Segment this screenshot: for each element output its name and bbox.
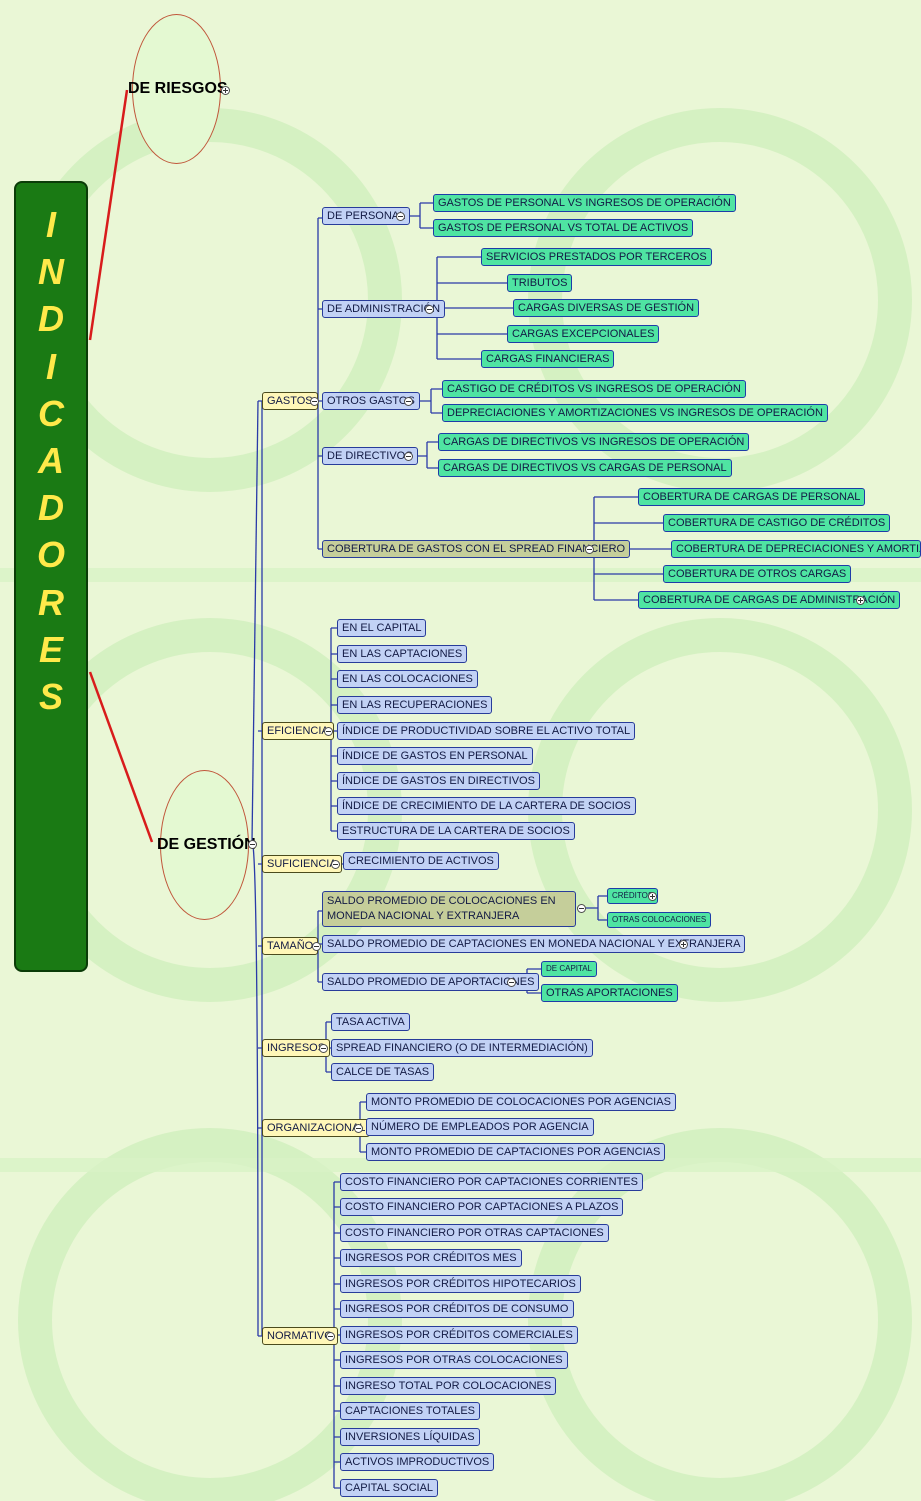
leaf-node[interactable]: CRECIMIENTO DE ACTIVOS: [343, 852, 499, 870]
subcategory-saldo-aportaciones[interactable]: SALDO PROMEDIO DE APORTACIONES: [322, 973, 540, 991]
leaf-node[interactable]: SERVICIOS PRESTADOS POR TERCEROS: [481, 248, 712, 266]
root-label: I N D I C A D O R E S: [36, 204, 65, 718]
expand-icon[interactable]: [856, 596, 865, 605]
subcategory-saldo-captaciones[interactable]: SALDO PROMEDIO DE CAPTACIONES EN MONEDA …: [322, 935, 746, 953]
category-ingresos[interactable]: INGRESOS: [262, 1039, 331, 1057]
collapse-icon[interactable]: [319, 1044, 328, 1053]
leaf-node[interactable]: TRIBUTOS: [507, 274, 573, 292]
leaf-node[interactable]: ÍNDICE DE CRECIMIENTO DE LA CARTERA DE S…: [337, 797, 636, 815]
leaf-node[interactable]: OTRAS APORTACIONES: [541, 984, 678, 1002]
leaf-node[interactable]: CARGAS DIVERSAS DE GESTIÓN: [513, 299, 700, 317]
leaf-node[interactable]: COBERTURA DE CARGAS DE ADMINISTRACIÓN: [638, 591, 901, 609]
leaf-node[interactable]: EN LAS COLOCACIONES: [337, 670, 478, 688]
collapse-icon[interactable]: [331, 860, 340, 869]
leaf-node[interactable]: CARGAS DE DIRECTIVOS VS INGRESOS DE OPER…: [438, 433, 750, 451]
gestion-label: DE GESTIÓN: [157, 836, 256, 853]
leaf-node[interactable]: DE CAPITAL: [541, 961, 598, 977]
leaf-node[interactable]: EN LAS CAPTACIONES: [337, 645, 468, 663]
expand-icon[interactable]: [648, 892, 657, 901]
leaf-node[interactable]: INGRESOS POR CRÉDITOS DE CONSUMO: [340, 1300, 574, 1318]
leaf-node[interactable]: CAPITAL SOCIAL: [340, 1479, 439, 1497]
leaf-node[interactable]: CRÉDITOS: [607, 888, 659, 904]
leaf-node[interactable]: COBERTURA DE CARGAS DE PERSONAL: [638, 488, 866, 506]
collapse-icon[interactable]: [354, 1124, 363, 1133]
leaf-node[interactable]: INGRESOS POR CRÉDITOS MES: [340, 1249, 522, 1267]
category-normativo[interactable]: NORMATIVO: [262, 1327, 338, 1345]
expand-icon[interactable]: [221, 86, 230, 95]
collapse-icon[interactable]: [310, 397, 319, 406]
collapse-icon[interactable]: [577, 904, 586, 913]
category-tamano[interactable]: TAMAÑO: [262, 937, 319, 955]
leaf-node[interactable]: INVERSIONES LÍQUIDAS: [340, 1428, 480, 1446]
collapse-icon[interactable]: [404, 452, 413, 461]
leaf-node[interactable]: COSTO FINANCIERO POR OTRAS CAPTACIONES: [340, 1224, 609, 1242]
leaf-node[interactable]: GASTOS DE PERSONAL VS INGRESOS DE OPERAC…: [433, 194, 736, 212]
leaf-node[interactable]: EN LAS RECUPERACIONES: [337, 696, 493, 714]
leaf-node[interactable]: GASTOS DE PERSONAL VS TOTAL DE ACTIVOS: [433, 219, 694, 237]
subcategory-saldo-colocaciones[interactable]: SALDO PROMEDIO DE COLOCACIONES EN MONEDA…: [322, 891, 576, 927]
subcategory-otros-gastos[interactable]: OTROS GASTOS: [322, 392, 420, 410]
collapse-icon[interactable]: [585, 545, 594, 554]
leaf-node[interactable]: CAPTACIONES TOTALES: [340, 1402, 480, 1420]
collapse-icon[interactable]: [507, 978, 516, 987]
leaf-node[interactable]: ÍNDICE DE PRODUCTIVIDAD SOBRE EL ACTIVO …: [337, 722, 636, 740]
leaf-node[interactable]: MONTO PROMEDIO DE CAPTACIONES POR AGENCI…: [366, 1143, 666, 1161]
leaf-node[interactable]: SPREAD FINANCIERO (O DE INTERMEDIACIÓN): [331, 1039, 593, 1057]
leaf-node[interactable]: CARGAS FINANCIERAS: [481, 350, 615, 368]
leaf-node[interactable]: CARGAS DE DIRECTIVOS VS CARGAS DE PERSON…: [438, 459, 732, 477]
subcategory-de-personal[interactable]: DE PERSONAL: [322, 207, 411, 225]
leaf-node[interactable]: NÚMERO DE EMPLEADOS POR AGENCIA: [366, 1118, 594, 1136]
expand-icon[interactable]: [679, 940, 688, 949]
leaf-node[interactable]: COSTO FINANCIERO POR CAPTACIONES A PLAZO…: [340, 1198, 624, 1216]
collapse-icon[interactable]: [326, 1332, 335, 1341]
leaf-node[interactable]: CASTIGO DE CRÉDITOS VS INGRESOS DE OPERA…: [442, 380, 746, 398]
leaf-node[interactable]: COBERTURA DE DEPRECIACIONES Y AMORTIZACI…: [671, 540, 921, 558]
leaf-node[interactable]: INGRESOS POR OTRAS COLOCACIONES: [340, 1351, 568, 1369]
leaf-node[interactable]: ACTIVOS IMPRODUCTIVOS: [340, 1453, 495, 1471]
category-eficiencia[interactable]: EFICIENCIA: [262, 722, 334, 740]
leaf-node[interactable]: CALCE DE TASAS: [331, 1063, 435, 1081]
leaf-node[interactable]: ÍNDICE DE GASTOS EN PERSONAL: [337, 747, 533, 765]
subcategory-de-directivos[interactable]: DE DIRECTIVOS: [322, 447, 418, 465]
category-suficiencia[interactable]: SUFICIENCIA: [262, 855, 342, 873]
category-gastos[interactable]: GASTOS: [262, 392, 318, 410]
collapse-icon[interactable]: [324, 727, 333, 736]
collapse-icon[interactable]: [248, 840, 257, 849]
leaf-node[interactable]: TASA ACTIVA: [331, 1013, 410, 1031]
leaf-node[interactable]: EN EL CAPITAL: [337, 619, 427, 637]
riesgos-label: DE RIESGOS: [128, 80, 228, 97]
root-node-indicadores[interactable]: I N D I C A D O R E S: [14, 181, 88, 972]
collapse-icon[interactable]: [396, 212, 405, 221]
gestion-bubble[interactable]: [160, 770, 249, 920]
leaf-node[interactable]: OTRAS COLOCACIONES: [607, 912, 712, 928]
leaf-node[interactable]: INGRESOS POR CRÉDITOS HIPOTECARIOS: [340, 1275, 581, 1293]
leaf-node[interactable]: INGRESO TOTAL POR COLOCACIONES: [340, 1377, 557, 1395]
leaf-node[interactable]: ESTRUCTURA DE LA CARTERA DE SOCIOS: [337, 822, 575, 840]
collapse-icon[interactable]: [404, 397, 413, 406]
subcategory-cobertura[interactable]: COBERTURA DE GASTOS CON EL SPREAD FINANC…: [322, 540, 631, 558]
collapse-icon[interactable]: [312, 942, 321, 951]
leaf-node[interactable]: COBERTURA DE CASTIGO DE CRÉDITOS: [663, 514, 891, 532]
category-organizacional[interactable]: ORGANIZACIONAL: [262, 1119, 371, 1137]
leaf-node[interactable]: INGRESOS POR CRÉDITOS COMERCIALES: [340, 1326, 578, 1344]
leaf-node[interactable]: ÍNDICE DE GASTOS EN DIRECTIVOS: [337, 772, 540, 790]
leaf-node[interactable]: DEPRECIACIONES Y AMORTIZACIONES VS INGRE…: [442, 404, 828, 422]
collapse-icon[interactable]: [425, 305, 434, 314]
riesgos-bubble[interactable]: [132, 14, 221, 164]
leaf-node[interactable]: COSTO FINANCIERO POR CAPTACIONES CORRIEN…: [340, 1173, 643, 1191]
leaf-node[interactable]: MONTO PROMEDIO DE COLOCACIONES POR AGENC…: [366, 1093, 676, 1111]
leaf-node[interactable]: CARGAS EXCEPCIONALES: [507, 325, 660, 343]
subcategory-de-administracion[interactable]: DE ADMINISTRACIÓN: [322, 300, 446, 318]
leaf-node[interactable]: COBERTURA DE OTROS CARGAS: [663, 565, 852, 583]
